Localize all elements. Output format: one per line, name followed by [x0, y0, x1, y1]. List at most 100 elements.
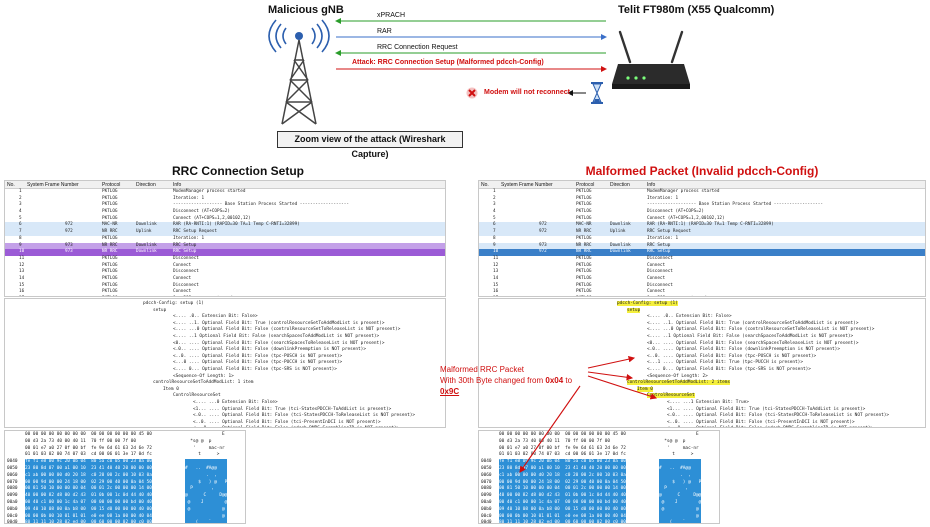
detail-line[interactable]: <.... ..1 Optional Field Bit: False (sea… [5, 334, 445, 341]
detail-line[interactable]: <..0. .... Optional Field Bit: False (tp… [479, 354, 925, 361]
col-no[interactable]: No. [7, 182, 15, 188]
col-info[interactable]: Info [173, 182, 182, 188]
detail-line[interactable]: <..0. .... Optional Field Bit: False (tc… [479, 420, 925, 427]
hex-line[interactable]: 01 01 03 02 00 74 07 03 cd 00 06 01 3e 1… [5, 452, 245, 459]
detail-line[interactable]: ControlResourceSet [5, 393, 445, 400]
detail-line[interactable]: setup [479, 307, 925, 315]
hex-line[interactable]: 00 01 e7 a0 27 0f 00 bf fe 9e 6d 61 63 2… [5, 446, 245, 453]
col-protocol[interactable]: Protocol [102, 182, 121, 188]
detail-line[interactable]: <.0.. .... Optional Field Bit: False (tc… [479, 413, 925, 420]
detail-line[interactable]: setup [5, 308, 445, 315]
detail-line[interactable]: controlResourceSetToAddModList: 2 items [479, 380, 925, 387]
detail-line[interactable]: <1... .... Optional Field Bit: True (tci… [5, 407, 445, 414]
hex-line[interactable]: 00 d3 2a 73 40 00 40 11 70 ff 00 00 7f 0… [5, 439, 245, 446]
col-no[interactable]: No. [481, 182, 489, 188]
col-info[interactable]: Info [647, 182, 656, 188]
detail-line[interactable]: Item 0 [5, 387, 445, 394]
hex-line[interactable]: 00 00 00 00 00 00 00 00 00 00 00 00 00 0… [5, 432, 245, 439]
detail-line[interactable]: <...1 .... Optional Field Bit: True (tpc… [479, 360, 925, 367]
detail-line[interactable]: <.... ..1. Optional Field Bit: True (con… [479, 321, 925, 328]
detail-line[interactable]: <1... .... Optional Field Bit: True (tci… [479, 407, 925, 414]
col-sfn[interactable]: System Frame Number [27, 182, 79, 188]
detail-line[interactable]: <.... 0... Optional Field Bit: False (tp… [479, 367, 925, 374]
col-protocol[interactable]: Protocol [576, 182, 595, 188]
detail-line[interactable]: <..0. .... Optional Field Bit: False (tp… [5, 354, 445, 361]
detail-line[interactable]: <.... .0.. Extension Bit: False> [479, 314, 925, 321]
detail-line[interactable]: <..0. .... Optional Field Bit: False (tc… [5, 420, 445, 427]
detail-line[interactable]: controlResourceSetToAddModList: 1 item [5, 380, 445, 387]
detail-line[interactable]: <.0.. .... Optional Field Bit: False (do… [5, 347, 445, 354]
detail-line[interactable]: <.... ...0 Optional Field Bit: False (co… [5, 327, 445, 334]
detail-line[interactable]: <.... 0... Optional Field Bit: False (tp… [5, 367, 445, 374]
detail-line[interactable]: pdcch-Config: setup (1) [5, 301, 445, 308]
packet-row[interactable]: 17PKTLOGOpen5GS process stopped [5, 296, 445, 297]
detail-line[interactable]: pdcch-Config: setup (1) [479, 301, 925, 308]
detail-line[interactable]: <.... .0.. Extension Bit: False> [5, 314, 445, 321]
packet-row[interactable]: 17PKTLOGOpen5GS process stopped [479, 296, 925, 297]
detail-line[interactable]: <...0 .... Optional Field Bit: False (pd… [5, 426, 445, 427]
detail-line[interactable]: <...0 .... Optional Field Bit: False (tp… [5, 360, 445, 367]
detail-line[interactable]: <.... ...1 Extension Bit: True> [479, 400, 925, 407]
detail-line[interactable]: <.... ..1 Optional Field Bit: False (sea… [479, 334, 925, 341]
detail-line[interactable]: <.0.. .... Optional Field Bit: False (do… [479, 347, 925, 354]
detail-line[interactable]: <0... .... Optional Field Bit: False (se… [479, 341, 925, 348]
col-direction[interactable]: Direction [610, 182, 630, 188]
detail-line[interactable]: <.... ..1. Optional Field Bit: True (con… [5, 321, 445, 328]
detail-line[interactable]: <Sequence-Of Length: 2> [479, 374, 925, 381]
detail-line[interactable]: <.... ...0 Extension Bit: False> [5, 400, 445, 407]
col-sfn[interactable]: System Frame Number [501, 182, 553, 188]
detail-line[interactable]: <.... ...0 Optional Field Bit: False (co… [479, 327, 925, 334]
detail-line[interactable]: <...0 .... Optional Field Bit: False (pd… [479, 426, 925, 427]
detail-line[interactable]: <.0.. .... Optional Field Bit: False (tc… [5, 413, 445, 420]
hex-line[interactable]: 00 d3 2a 73 40 00 40 11 70 ff 00 00 7f 0… [479, 439, 719, 446]
detail-line[interactable]: ControlResourceSet [479, 393, 925, 400]
hex-line[interactable]: 00 00 00 00 00 00 00 00 00 00 00 00 00 0… [479, 432, 719, 439]
